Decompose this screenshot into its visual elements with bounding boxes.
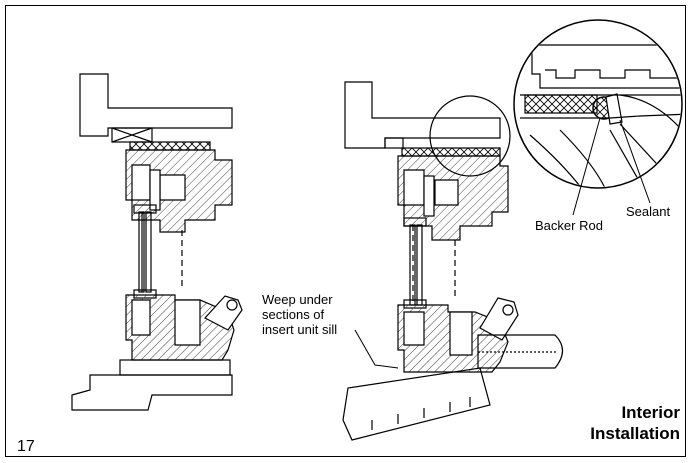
weep-line-3: insert unit sill (262, 322, 338, 337)
weep-callout: Weep under sections of insert unit sill (262, 292, 402, 337)
backer-rod-label: Backer Rod (535, 218, 603, 233)
left-window-section (71, 73, 243, 411)
sealant-label: Sealant (626, 204, 671, 219)
page-border (5, 5, 686, 457)
figure-title-line-2: Installation (590, 424, 680, 443)
right-window-section (342, 81, 564, 441)
figure-title-line-1: Interior (621, 403, 680, 422)
weep-line-2: sections of (262, 307, 325, 322)
figure-title: Interior Installation (548, 402, 680, 444)
page-number: 17 (17, 438, 35, 455)
sealant-detail-circle (513, 19, 683, 216)
weep-line-1: Weep under (262, 292, 333, 307)
